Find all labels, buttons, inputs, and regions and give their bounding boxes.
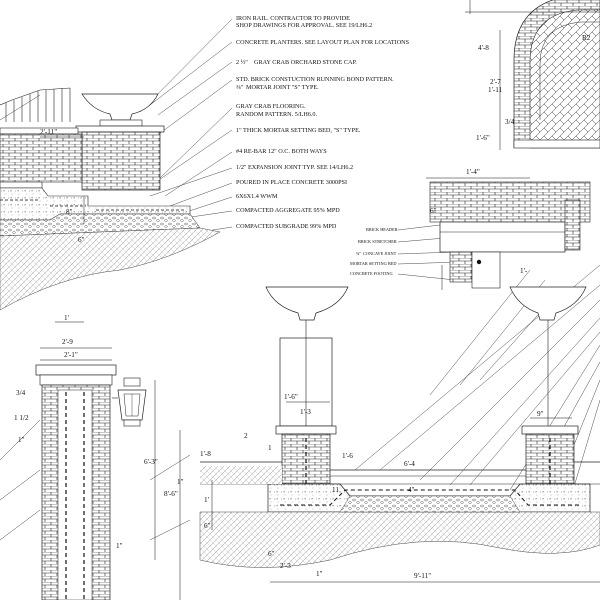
note-mortar-bed: 1" THICK MORTAR SETTING BED, "S" TYPE. (236, 127, 361, 134)
leader-lines (0, 18, 600, 541)
dim-1in-c: 1" (116, 542, 123, 550)
lantern-fixture (112, 377, 147, 427)
dim-1-1-2-a: 1 1/2 (14, 414, 29, 422)
note-iron-rail: IRON RAIL. CONTRACTOR TO PROVIDE (236, 15, 350, 22)
dim-1in-e: 1" (316, 570, 323, 578)
note-flooring-2: RANDOM PATTERN. 5/LH6.0. (236, 111, 318, 118)
subgrade-soil (0, 227, 221, 311)
note-brick-prefix: ⅜" (236, 84, 244, 91)
aggregate-layer (0, 213, 201, 237)
dim-6in-d: 6" (268, 550, 275, 558)
dim-6in-b: 6" (430, 207, 437, 215)
dim-2-11: 2'-11" (40, 128, 57, 136)
dim-8-6: 8'-6" (164, 490, 178, 498)
dim-2-1-a: 2'-1" (64, 351, 78, 359)
note-rebar: #4 RE-BAR 12" O.C. BOTH WAYS (236, 148, 327, 155)
note-concrete: POURED IN PLACE CONCRETE 3000PSI (236, 179, 347, 186)
dim-1-8: 1'-8 (200, 450, 211, 458)
callout-notes: IRON RAIL. CONTRACTOR TO PROVIDE SHOP DR… (236, 15, 410, 230)
dim-6in-c: 6" (204, 522, 211, 530)
dim-r2: R2 (582, 34, 591, 42)
dim-1in-d: 1" (177, 478, 184, 486)
dim-3-4-b: 3/4 (16, 389, 26, 397)
dim-2-7: 2'-7 (490, 78, 501, 86)
dim-2-1-2: 2 (244, 432, 248, 440)
dim-1-3-8: 1 (268, 444, 272, 452)
label-brick-header: BRICK HEADER (366, 227, 398, 232)
note-wwm: 6X6X1.4 WWM (236, 193, 278, 200)
label-concrete-footing: CONCRETE FOOTING (350, 271, 393, 276)
note-brick: STD. BRICK CONSTUCTION RUNNING BOND PATT… (236, 76, 394, 83)
dim-1-6-c: 1'-6 (342, 452, 353, 460)
dim-1in-b: 1" (18, 436, 25, 444)
label-concave-prefix: ⅜" (356, 251, 361, 256)
note-stone-cap: GRAY CRAB ORCHARD STONE CAP. (254, 59, 357, 66)
stone-cap (75, 125, 165, 133)
dim-1-4: 1'-4" (466, 168, 480, 176)
column-elevation: 2'-9 2'-1" 3/4 1 1/2 1" 1" 6'-3" 8'-6" 1… (14, 338, 184, 600)
dim-1-6-a: 1'-6" (476, 134, 490, 142)
cap-detail: 1'-4" 6" 1'- BRICK HEADER BRICK STRETCHE… (350, 168, 591, 290)
dim-3-4-a: 3/4 (505, 118, 515, 126)
iron-rail (0, 87, 71, 122)
dim-1-11: 1'-11 (488, 86, 503, 94)
note-iron-rail-2: SHOP DRAWINGS FOR APPROVAL. SEE 19/LH6.2 (236, 22, 372, 29)
dim-2-3: 2'-3 (280, 562, 291, 570)
brick-wall (0, 133, 83, 183)
label-concave-joint: CONCAVE JOINT (363, 251, 397, 256)
note-subgrade: COMPACTED SUBGRADE 99% MPD (236, 223, 337, 230)
note-expansion: 1/2" EXPANSION JOINT TYP. SEE 14/LH6.2 (236, 164, 353, 171)
dim-1ft-f: 1' (204, 496, 209, 504)
dim-1-3: 1'-3 (300, 408, 311, 416)
label-mortar-bed: MORTAR SETTING BED (350, 261, 396, 266)
note-stone-cap-prefix: 2 ½" (236, 59, 248, 66)
section-wall-planter: 2'-11" 8" 6" 1' (0, 87, 221, 323)
dim-4-8: 4'-8 (478, 44, 489, 52)
note-planters: CONCRETE PLANTERS. SEE LAYOUT PLAN FOR L… (236, 39, 410, 46)
dim-1ft-a: 1' (64, 314, 69, 322)
dim-8in: 8" (66, 208, 73, 216)
dim-6in-a: 6" (78, 236, 85, 244)
note-brick-2: MORTAR JOINT "S" TYPE. (246, 84, 319, 91)
dim-1-6-b: 1'-6" (284, 393, 298, 401)
dim-1-b: 1'- (520, 267, 528, 275)
arch-detail: R2 4'-8 2'-7 1'-11 3/4 1'-6" (465, 0, 600, 150)
dim-6-3: 6'-3" (144, 458, 158, 466)
section-pier-slab: 1'-6" 1'-3 9" 2 1'-8 1 1'-6 6'-4 11 4" 1… (199, 286, 600, 583)
brick-pier (81, 131, 161, 191)
dim-11: 11 (332, 486, 339, 494)
dim-9in: 9" (537, 410, 544, 418)
planter-urn (81, 93, 159, 121)
note-aggregate: COMPACTED AGGREGATE 95% MPD (236, 207, 340, 214)
dim-9-11: 9'-11" (414, 572, 431, 580)
note-flooring: GRAY CRAB FLOORING. (236, 103, 306, 110)
dim-6-4: 6'-4 (404, 460, 415, 468)
dim-4in: 4" (408, 486, 415, 494)
dim-2-9: 2'-9 (62, 338, 73, 346)
label-brick-stretcher: BRICK STRETCHER (358, 239, 397, 244)
